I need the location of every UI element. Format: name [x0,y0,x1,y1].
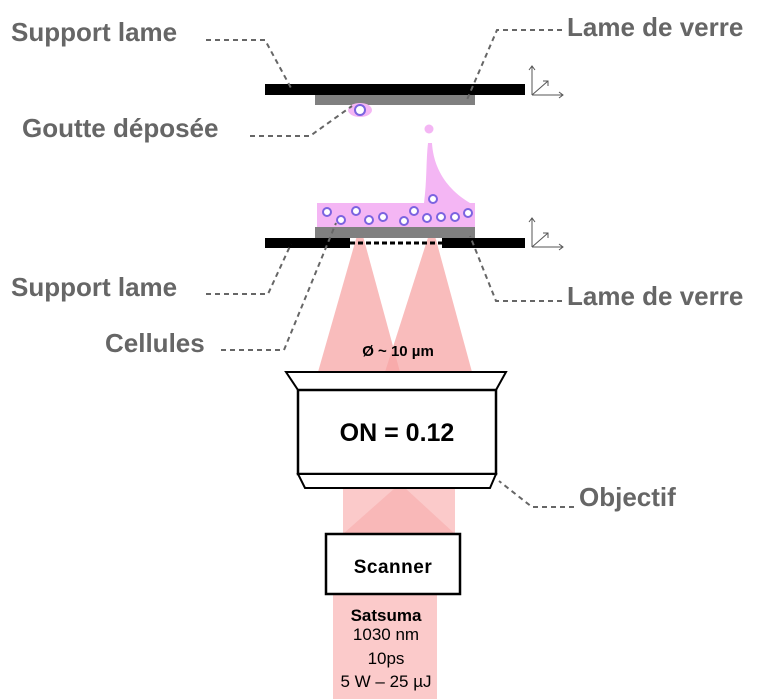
label-goutte: Goutte déposée [22,113,218,143]
leader-goutte [250,105,353,137]
label-cellules: Cellules [105,328,205,358]
cell [322,207,332,217]
glass-slide-bottom [315,227,475,238]
droplet-cell [354,104,366,116]
leader-cellules [221,222,337,351]
scanner-label: Scanner [354,557,433,578]
ejected-droplet [424,124,434,134]
label-lame-bottom: Lame de verre [567,281,743,311]
laser-beam-source [333,594,437,699]
cells-group [322,194,473,226]
cell [436,212,446,222]
objective-bottom-flange [296,473,498,489]
axes-icon-top [528,65,564,99]
cell [364,215,374,225]
laser-wavelength: 1030 nm [353,625,419,644]
label-support-top: Support lame [11,17,177,47]
glass-slide-top [315,95,475,105]
label-objectif: Objectif [579,482,676,512]
label-lame-top: Lame de verre [567,12,743,42]
cell [336,215,346,225]
leader-support-bottom [206,243,292,295]
scanner-box [324,532,462,596]
laser-specs: 5 W – 25 µJ [340,672,431,691]
laser-cone-right [385,225,472,372]
leader-lame-bottom [469,235,562,302]
support-slide-top [265,84,525,95]
objective [284,371,508,489]
laser-name: Satsuma [351,606,422,625]
objective-top-flange [284,371,508,391]
support-slide-bottom-right [442,238,525,248]
laser-cone-left [318,225,400,372]
support-slide-bottom-left [265,238,350,248]
cell [450,212,460,222]
leader-support-top [206,39,292,89]
laser-beam-overlap-lower [343,488,455,534]
liquid-jet [424,143,470,203]
axes-icon-bottom [528,217,564,251]
cell [463,208,473,218]
cell [378,212,388,222]
cell [351,206,361,216]
label-support-bottom: Support lame [11,272,177,302]
leader-lame-top [465,29,562,103]
cell [428,194,438,204]
objective-body [296,388,498,476]
numerical-aperture-label: ON = 0.12 [340,419,455,447]
leader-objectif [498,480,574,508]
cell [399,216,409,226]
cell [409,206,419,216]
spot-size-label: Ø ~ 10 µm [362,343,434,360]
cell [422,213,432,223]
laser-pulse: 10ps [368,649,405,668]
